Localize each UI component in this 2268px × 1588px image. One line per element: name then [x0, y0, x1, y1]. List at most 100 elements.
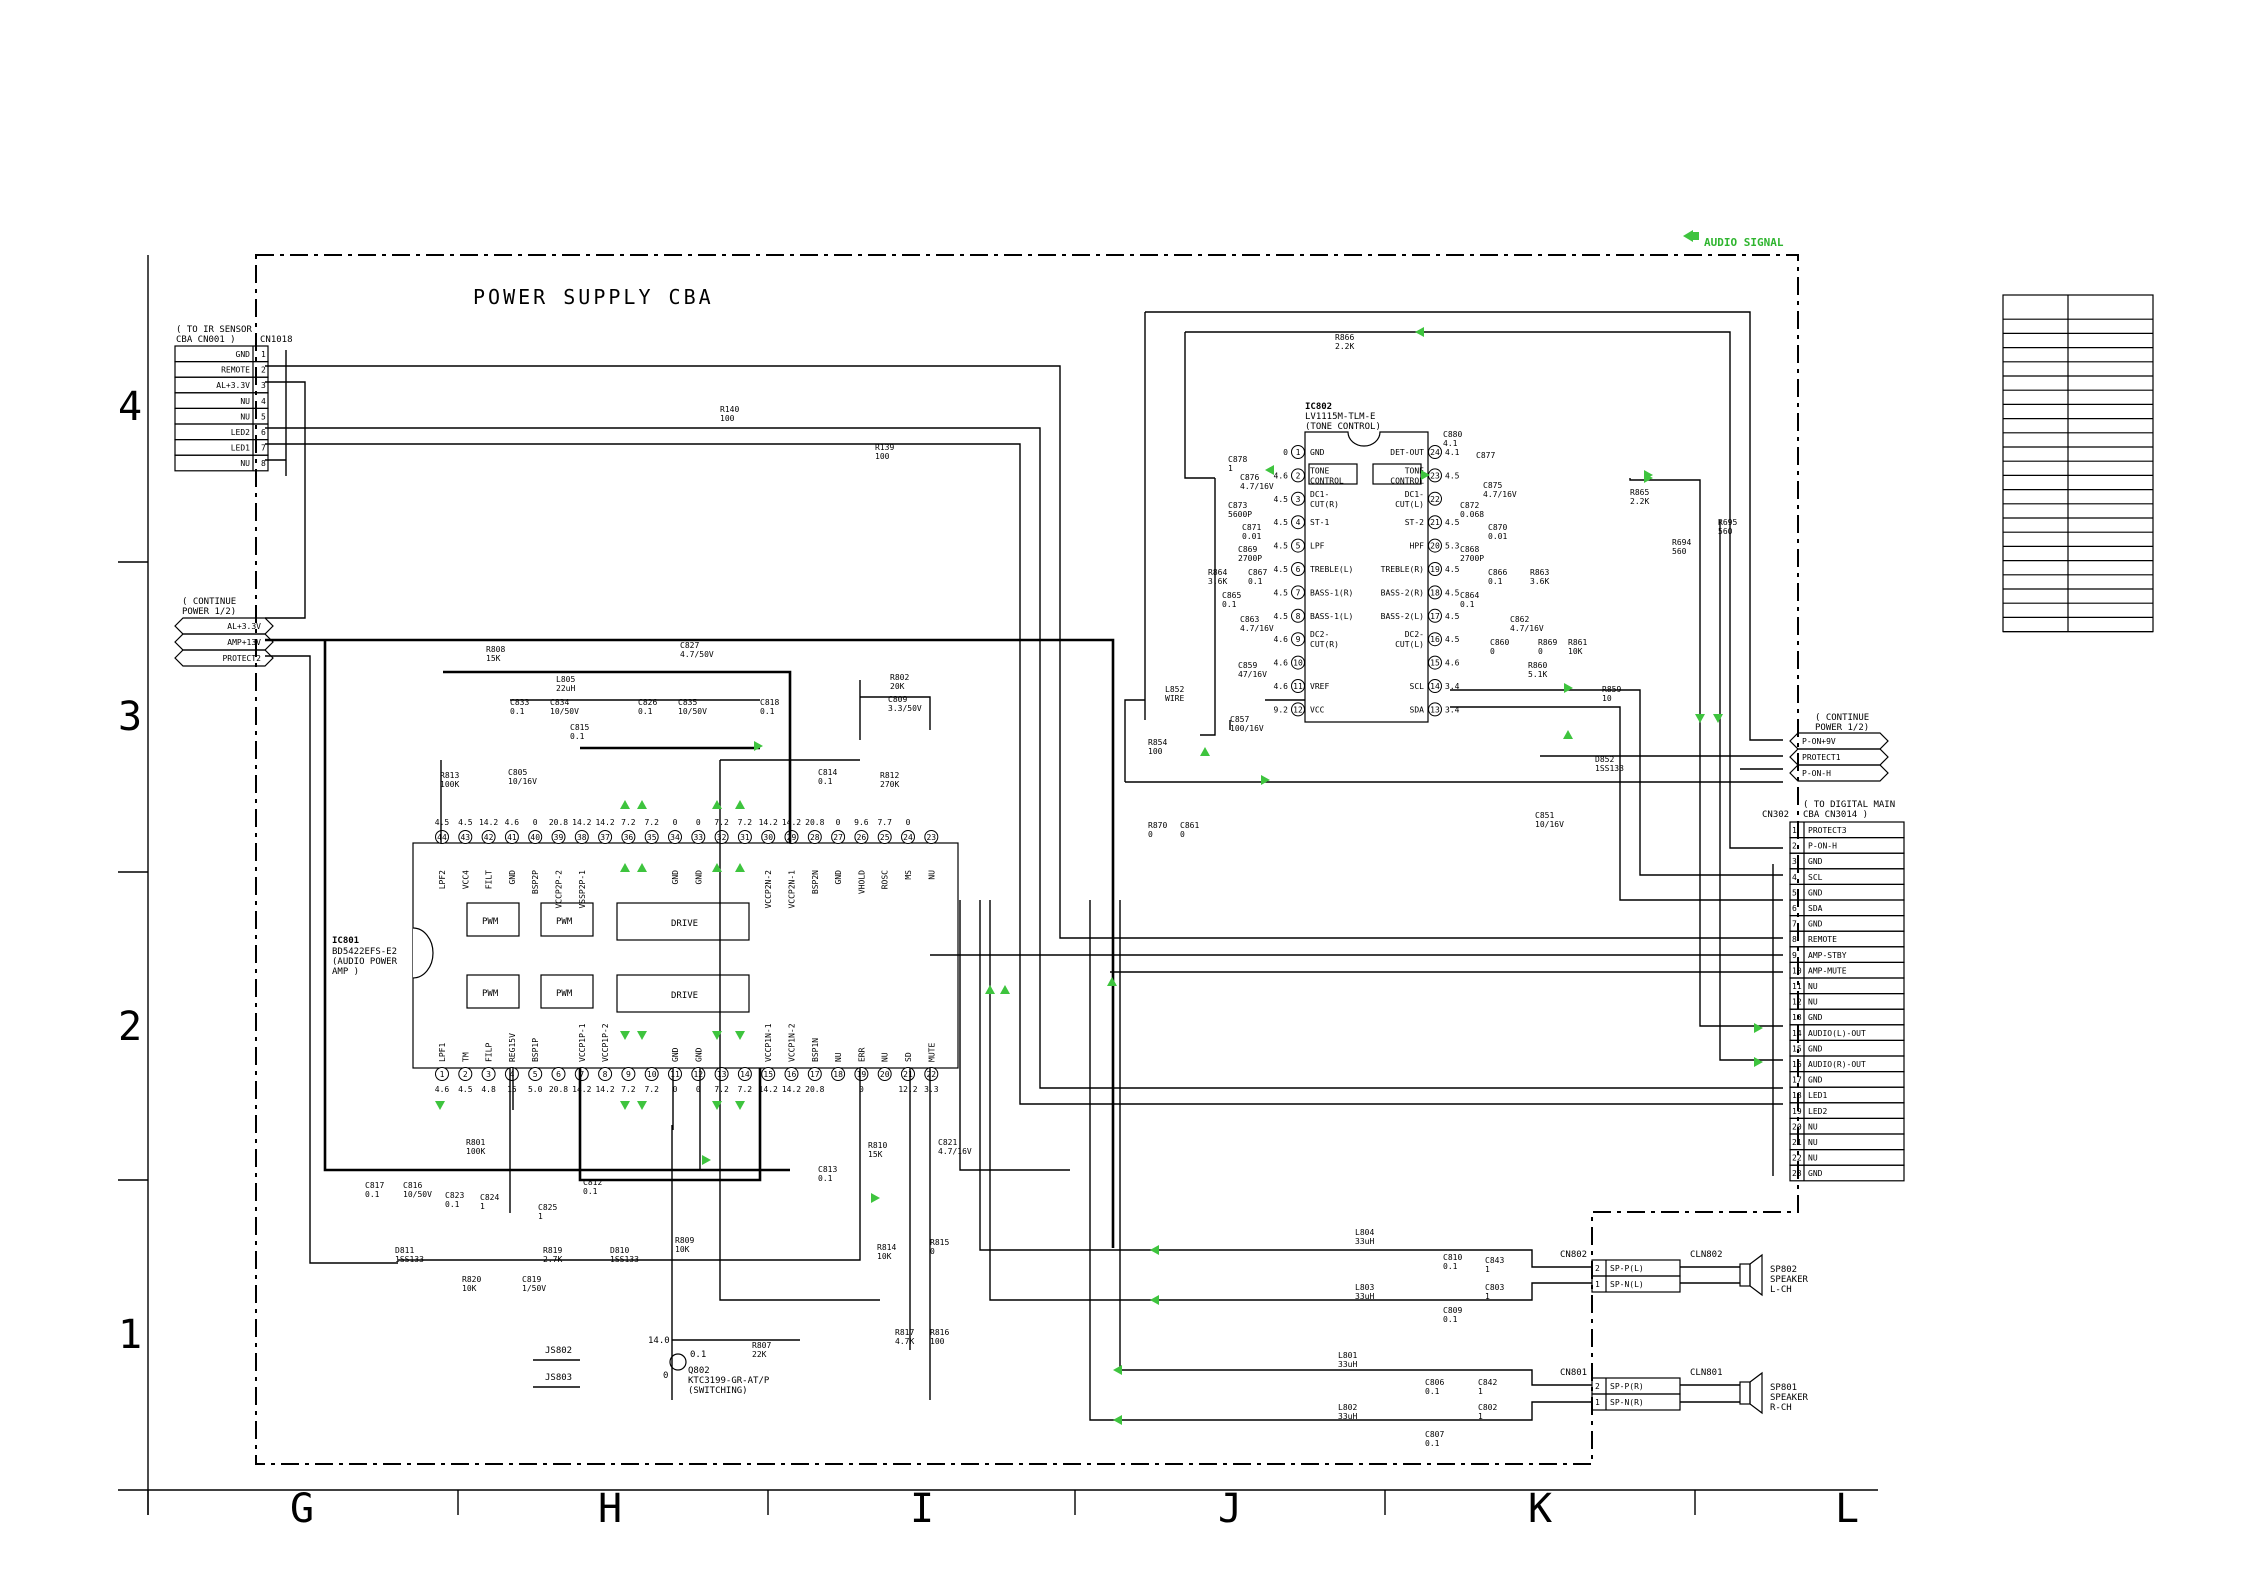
- component-ref-c860: C860: [1490, 638, 1509, 647]
- component-value: WIRE: [1165, 694, 1184, 703]
- ic801-top-pin-volt: 14.2: [572, 818, 591, 827]
- component-value: 4.1: [1443, 439, 1458, 448]
- component-value: 4.7K: [895, 1337, 914, 1346]
- ic801-bot-pin-volt: 0: [859, 1085, 864, 1094]
- ic801-top-pin-name: GND: [508, 870, 517, 885]
- ic802-right-pin-num: 16: [1430, 635, 1440, 644]
- component-ref-c863: C863: [1240, 615, 1259, 624]
- power-right-line: P-ON-H: [1802, 769, 1831, 778]
- ic801-top-pin-num: 43: [460, 833, 470, 842]
- ic801-top-pin-name: FILT: [485, 870, 494, 889]
- signal-arrow-icon: [1415, 327, 1424, 337]
- cn1018-pin-num: 2: [261, 366, 266, 375]
- ic801-bot-pin-volt: 14.2: [782, 1085, 801, 1094]
- component-value: 270K: [880, 780, 899, 789]
- ic801-top-pin-num: 28: [810, 833, 820, 842]
- ic801-bot-pin-name: NU: [834, 1052, 843, 1062]
- cn302-pin-num: 17: [1792, 1076, 1802, 1085]
- component-ref-r819: R819: [543, 1246, 562, 1255]
- ic802-left-pin-num: 4: [1296, 518, 1301, 527]
- speaker-pin-num: 2: [1595, 1382, 1600, 1391]
- component-ref-c857: C857: [1230, 715, 1249, 724]
- component-ref-r694: R694: [1672, 538, 1691, 547]
- q802-desc: (SWITCHING): [688, 1386, 748, 1396]
- component-ref-l805: L805: [556, 675, 575, 684]
- ic801-blocks: PWM PWM DRIVE PWM PWM DRIVE: [466, 902, 750, 1013]
- component-ref-c871: C871: [1242, 523, 1261, 532]
- cn1018-pin-num: 8: [261, 459, 266, 468]
- ic801-top-pin-num: 25: [880, 833, 890, 842]
- component-ref-r140: R140: [720, 405, 739, 414]
- ic802-right-pin-name: SCL: [1410, 682, 1425, 691]
- ic801-bot-pin-volt: 4.8: [481, 1085, 496, 1094]
- component-ref-c809: C809: [1443, 1306, 1462, 1315]
- ic801-bot-pin-num: 13: [717, 1070, 727, 1079]
- component-ref-r870: R870: [1148, 821, 1167, 830]
- ic802-left-pin-num: 2: [1296, 471, 1301, 480]
- cn302-pin-name: AMP-MUTE: [1808, 966, 1847, 975]
- cn302-pin-name: P-ON-H: [1808, 842, 1837, 851]
- component-ref-r861: R861: [1568, 638, 1587, 647]
- component-ref-c810: C810: [1443, 1253, 1462, 1262]
- component-value: 1SS133: [395, 1255, 424, 1264]
- component-value: 33uH: [1338, 1412, 1357, 1421]
- component-ref-d852: D852: [1595, 755, 1614, 764]
- cn1018-pin-name: LED2: [231, 428, 250, 437]
- component-ref-c864: C864: [1460, 591, 1479, 600]
- ic801-bot-pin-volt: 4.5: [458, 1085, 473, 1094]
- component-value: 1SS133: [1595, 764, 1624, 773]
- cn302-pin-name: AUDIO(R)-OUT: [1808, 1060, 1866, 1069]
- ic802-left-pin-name: BASS-1(R): [1310, 588, 1353, 597]
- ic801-top-pin-volt: 20.8: [805, 818, 824, 827]
- continue-power-left: ( CONTINUE POWER 1/2) AL+3.3VAMP+13VPROT…: [174, 597, 274, 667]
- ic801-bot-pin-volt: 20.8: [549, 1085, 568, 1094]
- ic801-top-pin-volt: 14.2: [595, 818, 614, 827]
- ic802-right-pin-name: TONE: [1405, 466, 1424, 475]
- ic802-left-pin-name: BASS-1(L): [1310, 612, 1353, 621]
- component-ref-c835: C835: [678, 698, 697, 707]
- component-ref-r860: R860: [1528, 661, 1547, 670]
- cn302-pin-num: 2: [1792, 842, 1797, 851]
- ic802-right-pin-volt: 5.3: [1445, 542, 1460, 551]
- power-right-line: PROTECT1: [1802, 753, 1841, 762]
- ic801-bot-pin-name: VCCP1P-1: [578, 1023, 587, 1062]
- ic802-right-pin-volt: 3.4: [1445, 682, 1460, 691]
- component-ref-c817: C817: [365, 1181, 384, 1190]
- cn1018-pin-num: 6: [261, 428, 266, 437]
- ic801-top-pin-num: 24: [903, 833, 913, 842]
- ic801-top-pin-num: 35: [647, 833, 657, 842]
- ic801-top-pin-name: MS: [904, 870, 913, 880]
- cn302-pin-name: NU: [1808, 998, 1818, 1007]
- ic802-left-pin-name: DC2-: [1310, 630, 1329, 639]
- cn302-pin-name: GND: [1808, 1169, 1823, 1178]
- ic801-top-pin-volt: 7.2: [738, 818, 753, 827]
- component-value: 1SS133: [610, 1255, 639, 1264]
- component-ref-c815: C815: [570, 723, 589, 732]
- signal-arrow-icon: [871, 1193, 880, 1203]
- ic801-bot-pin-num: 20: [880, 1070, 890, 1079]
- component-value: 1: [480, 1202, 485, 1211]
- ic801-part: BD5422EFS-E2: [332, 947, 397, 957]
- component-ref-c878: C878: [1228, 455, 1247, 464]
- component-value: 0.1: [1248, 577, 1263, 586]
- component-ref-l802: L802: [1338, 1403, 1357, 1412]
- ic802-right-pin-num: 21: [1430, 518, 1440, 527]
- ic802-left-pin-num: 11: [1293, 682, 1303, 691]
- speaker-l: CN802 CLN802 SP802 SPEAKER L-CH: [1560, 1250, 1809, 1295]
- component-value: 2.2K: [1630, 497, 1649, 506]
- col-label-l: L: [1835, 1486, 1859, 1532]
- signal-arrow-icon: [1564, 683, 1573, 693]
- ic801-top-pin-num: 42: [484, 833, 494, 842]
- component-value: 0.1: [365, 1190, 380, 1199]
- component-ref-c814: C814: [818, 768, 837, 777]
- ic801-bot-pin-num: 3: [486, 1070, 491, 1079]
- cn302-pin-num: 13: [1792, 1013, 1802, 1022]
- component-ref-c809: C809: [888, 695, 907, 704]
- continue-power-right: ( CONTINUE POWER 1/2) P-ON+9VPROTECT1P-O…: [1789, 713, 1889, 782]
- cn302-pin-name: GND: [1808, 1044, 1823, 1053]
- ic801-top-pin-num: 39: [554, 833, 564, 842]
- ic801-bot-pin-name: GND: [671, 1047, 680, 1062]
- ic802-left-pin-num: 5: [1296, 542, 1301, 551]
- signal-arrow-icon: [735, 863, 745, 872]
